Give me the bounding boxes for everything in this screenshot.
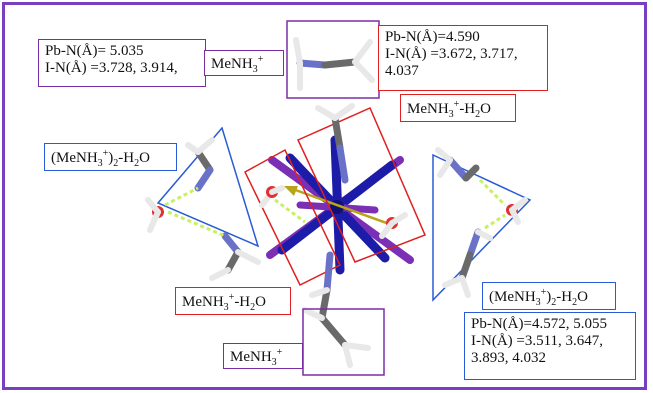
right-dimer bbox=[435, 147, 528, 298]
br-in1: I-N(Å) =3.511, 3.647, bbox=[471, 333, 604, 349]
label-bottom-right-distances: Pb-N(Å)=4.572, 5.055 I-N(Å) =3.511, 3.64… bbox=[464, 312, 636, 380]
red-box-left bbox=[244, 148, 341, 287]
purple-box-bottom bbox=[302, 308, 385, 376]
label-menh3-h2o-bottom: MeNH3+-H2O bbox=[175, 287, 291, 315]
top-methylammonium bbox=[293, 37, 375, 91]
red-box-center bbox=[296, 107, 426, 263]
left-dimer bbox=[145, 137, 261, 281]
water-right bbox=[379, 212, 408, 239]
bottom-methylammonium bbox=[302, 251, 371, 368]
water-left bbox=[259, 185, 285, 208]
tr-in2: 4.037 bbox=[385, 63, 419, 79]
blue-triangle-left bbox=[156, 126, 260, 248]
hbond-left-water bbox=[274, 198, 306, 224]
br-in2: 3.893, 4.032 bbox=[471, 350, 546, 366]
dipole-arrow bbox=[284, 186, 393, 227]
tl-pbn: Pb-N(Å)= 5.035 bbox=[45, 43, 144, 59]
label-top-left-distances: Pb-N(Å)= 5.035 I-N(Å) =3.728, 3.914, bbox=[38, 39, 206, 87]
label-menh3-h2o-top: MeNH3+-H2O bbox=[400, 94, 516, 122]
tr-pbn: Pb-N(Å)=4.590 bbox=[385, 29, 480, 45]
label-menh3-top: MeNH3+ bbox=[204, 50, 284, 76]
blue-triangle-right bbox=[432, 153, 532, 302]
upper-methylammonium bbox=[315, 103, 355, 184]
label-dimer-right: (MeNH3+)2-H2O bbox=[482, 282, 616, 310]
tr-in1: I-N(Å) =3.672, 3.717, bbox=[385, 46, 518, 62]
label-dimer-left: (MeNH3+)2-H2O bbox=[44, 143, 177, 171]
br-pbn: Pb-N(Å)=4.572, 5.055 bbox=[471, 316, 607, 332]
tl-in: I-N(Å) =3.728, 3.914, bbox=[45, 60, 178, 76]
label-top-right-distances: Pb-N(Å)=4.590 I-N(Å) =3.672, 3.717, 4.03… bbox=[378, 25, 548, 91]
label-menh3-bottom: MeNH3+ bbox=[223, 343, 303, 369]
